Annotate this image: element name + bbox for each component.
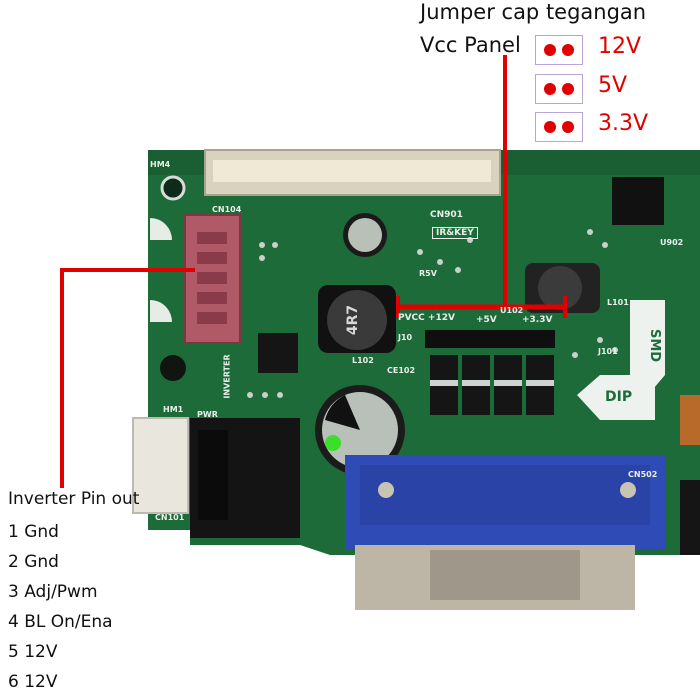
silk-smd: SMD	[647, 328, 663, 363]
silk-pwr: PWR	[197, 410, 218, 419]
silk-r5v: R5V	[419, 269, 437, 278]
jumper-label-12v: 12V	[598, 34, 642, 59]
jumper-label-5v: 5V	[598, 73, 628, 98]
silk-j10: J10	[398, 333, 413, 342]
silk-u102: U102	[500, 306, 524, 315]
jumper-option-12v	[535, 35, 583, 65]
jumper-pin-dot	[562, 44, 574, 56]
silk-inductor-code: 4R7	[345, 304, 362, 336]
silk-ce102: CE102	[387, 366, 416, 375]
inverter-pin-2: 2 Gnd	[8, 552, 59, 572]
silk-cn502: CN502	[628, 470, 658, 479]
silk-33v: +3.3V	[522, 315, 553, 325]
inverter-pinout-title: Inverter Pin out	[8, 489, 140, 509]
silk-dip: DIP	[605, 389, 633, 405]
jumper-pin-dot	[562, 121, 574, 133]
silk-l102: L102	[352, 356, 374, 365]
jumper-pin-dot	[544, 83, 556, 95]
silk-cn101: CN101	[155, 513, 185, 522]
jumper-option-3v3	[535, 112, 583, 142]
jumper-label-3v3: 3.3V	[598, 111, 649, 136]
inverter-pin-3: 3 Adj/Pwm	[8, 582, 98, 602]
jumper-title: Jumper cap tegangan	[420, 0, 647, 24]
inverter-pin-1: 1 Gnd	[8, 522, 59, 542]
jumper-option-5v	[535, 74, 583, 104]
silk-5v: +5V	[476, 315, 497, 325]
inverter-pin-4: 4 BL On/Ena	[8, 612, 113, 632]
silk-cn901: CN901	[430, 210, 463, 220]
silk-inverter: INVERTER	[222, 354, 232, 399]
inverter-pin-6: 6 12V	[8, 672, 58, 692]
inverter-pin-5: 5 12V	[8, 642, 58, 662]
silk-hm4: HM4	[150, 160, 171, 169]
silk-pvcc: PVCC +12V	[398, 313, 455, 323]
silk-j101: J101	[598, 347, 618, 356]
silk-cn104: CN104	[212, 205, 242, 214]
silk-hm1: HM1	[163, 405, 184, 414]
silk-irkey: IR&KEY	[432, 227, 478, 239]
jumper-pin-dot	[544, 44, 556, 56]
vcc-panel-label: Vcc Panel	[420, 33, 521, 57]
silk-u902: U902	[660, 238, 684, 247]
jumper-pin-dot	[562, 83, 574, 95]
silk-l101: L101	[607, 298, 629, 307]
jumper-pin-dot	[544, 121, 556, 133]
